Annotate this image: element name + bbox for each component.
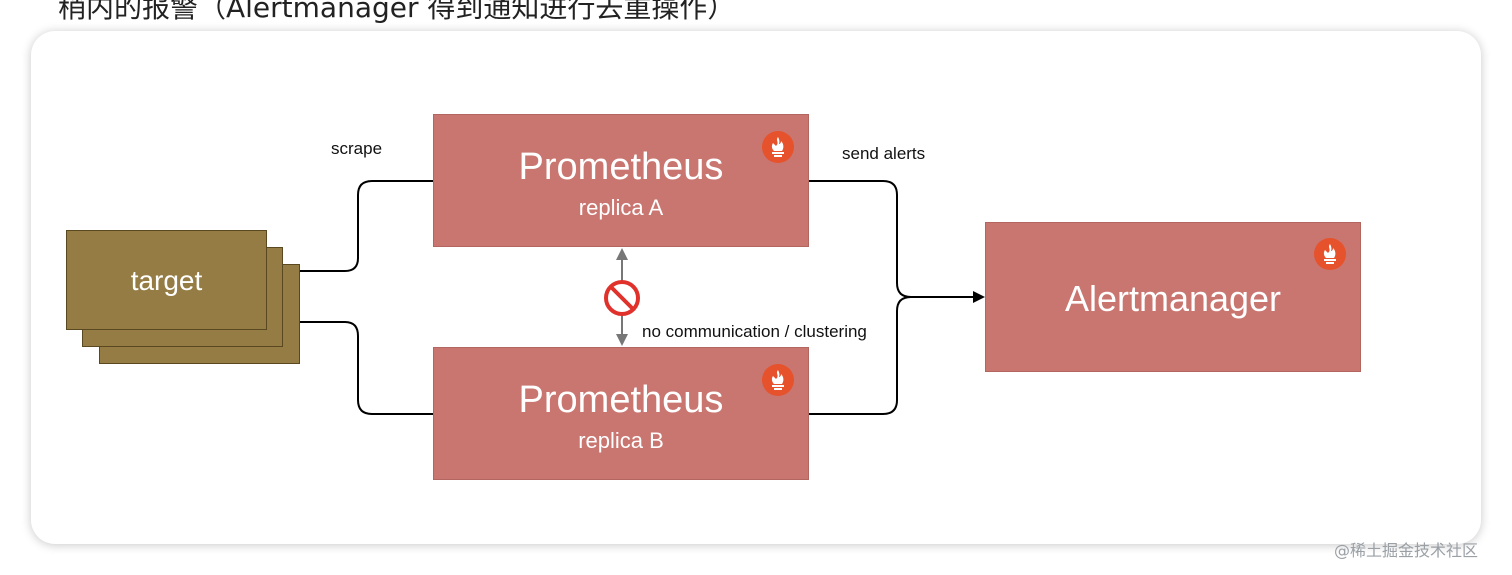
scrape-label: scrape	[331, 139, 383, 158]
prometheus-replica-b: Prometheus replica B	[433, 347, 809, 480]
prometheus-a-subtitle: replica A	[578, 194, 664, 220]
prometheus-b-subtitle: replica B	[578, 427, 664, 453]
prometheus-logo-icon	[762, 131, 794, 163]
no-communication-label: no communication / clustering	[642, 322, 867, 341]
prometheus-a-title: Prometheus	[518, 146, 724, 188]
send-alerts-edge-b	[809, 296, 912, 415]
header-cut-text: 稍内的报警（Alertmanager 得到通知进行去重操作）	[58, 0, 736, 24]
target-node: target	[66, 230, 267, 330]
prometheus-b-title: Prometheus	[518, 379, 724, 421]
scrape-edge-b	[286, 316, 433, 415]
target-label: target	[130, 265, 203, 296]
scrape-edge-a	[286, 180, 433, 277]
alertmanager-node: Alertmanager	[985, 222, 1361, 372]
send-alerts-edge-a	[809, 180, 985, 303]
prometheus-logo-icon	[762, 364, 794, 396]
watermark: @稀土掘金技术社区	[1334, 541, 1479, 560]
prometheus-logo-icon	[1314, 238, 1346, 270]
alertmanager-title: Alertmanager	[1064, 278, 1282, 319]
send-alerts-label: send alerts	[842, 144, 926, 163]
prometheus-replica-a: Prometheus replica A	[433, 114, 809, 247]
no-entry-icon	[604, 280, 640, 316]
